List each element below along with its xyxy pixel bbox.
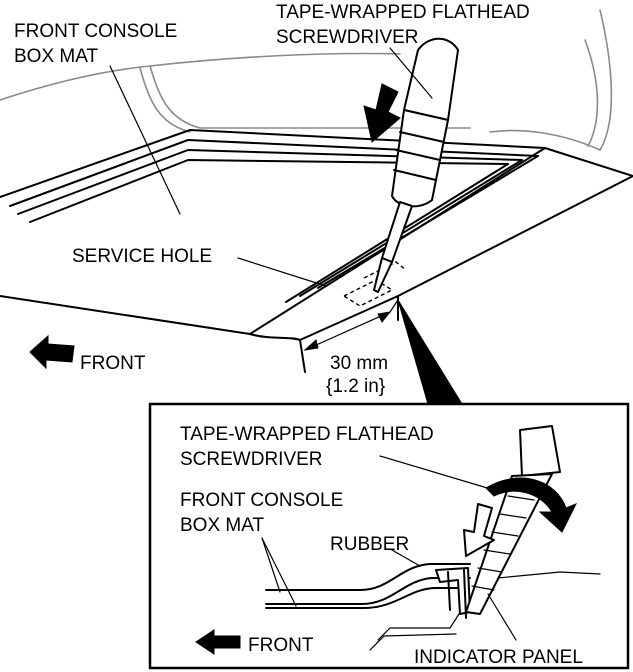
label-dimension-mm: 30 mm [330,353,388,374]
label-screwdriver-top-1: TAPE-WRAPPED FLATHEAD [276,2,530,23]
label-screwdriver-detail-1: TAPE-WRAPPED FLATHEAD [180,424,434,445]
detail-callout [397,299,463,405]
dimension-30mm [303,299,399,351]
background-trim-outline [0,9,613,151]
label-front-detail: FRONT [248,635,314,656]
label-console-mat-detail-2: BOX MAT [180,515,264,536]
label-console-mat-detail-1: FRONT CONSOLE [180,490,343,511]
leader-indicator-panel [487,593,517,641]
screwdriver-detail [465,425,561,615]
rotate-arrow [485,477,578,533]
label-console-mat-top-1: FRONT CONSOLE [14,21,177,42]
label-console-mat-top-2: BOX MAT [14,46,98,67]
leader-screwdriver-detail [379,455,495,491]
label-screwdriver-top-2: SCREWDRIVER [276,27,419,48]
label-service-hole: SERVICE HOLE [72,246,212,267]
leader-rubber [391,549,421,567]
leader-console-mat-detail-a [261,537,281,593]
label-dimension-in: {1.2 in} [326,376,385,397]
push-arrow-detail [463,503,495,557]
front-arrow-detail [195,629,241,655]
leader-screwdriver-top [389,47,433,99]
leader-service-hole [237,257,327,287]
detail-view: TAPE-WRAPPED FLATHEAD SCREWDRIVER FRONT … [148,402,630,670]
service-hole [342,261,407,307]
label-rubber: RUBBER [330,534,409,555]
screwdriver-main [373,37,459,293]
label-screwdriver-detail-2: SCREWDRIVER [180,449,323,470]
leader-console-mat-top [109,65,181,215]
main-view: FRONT CONSOLE BOX MAT TAPE-WRAPPED FLATH… [0,2,633,405]
label-front-main: FRONT [80,353,146,374]
console-mat-profile [265,563,471,609]
front-arrow-main [29,334,75,370]
push-arrow [363,83,401,143]
leader-console-mat-detail-b [261,537,297,607]
label-indicator-panel: INDICATOR PANEL [414,647,583,668]
